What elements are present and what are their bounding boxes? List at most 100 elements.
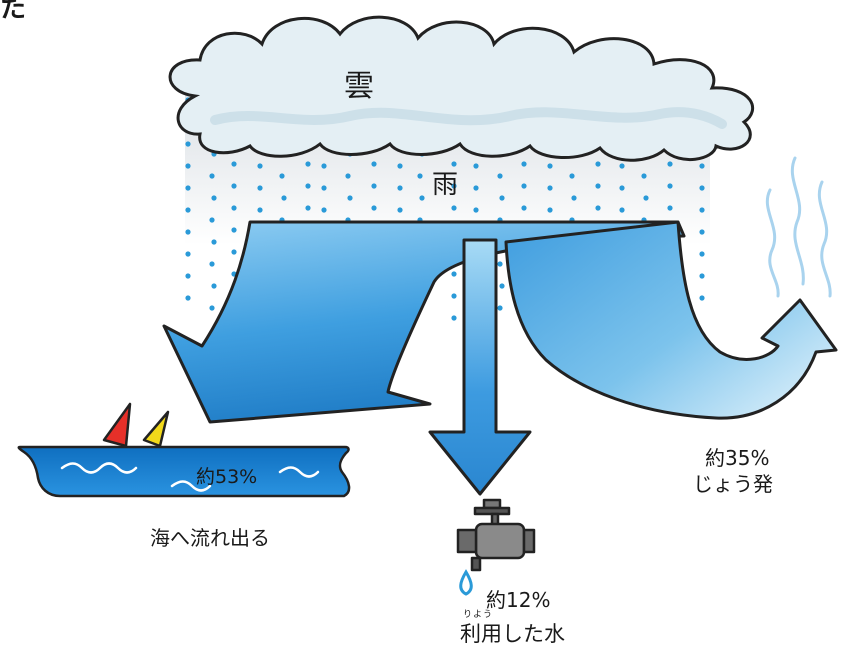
rain-drop: [619, 163, 625, 169]
rain-drop: [185, 251, 191, 257]
rain-drop: [231, 249, 237, 255]
rain-drop: [257, 185, 263, 191]
rain-drop: [641, 173, 647, 179]
used-water-ruby: りよう: [463, 610, 494, 620]
rain-drop: [451, 293, 457, 299]
evaporation-percent-label: 約35%: [705, 446, 770, 470]
rain-drop: [321, 207, 327, 213]
rain-drop: [499, 195, 505, 201]
rain-drop: [451, 183, 457, 189]
evaporation-caption: じょう発: [693, 472, 773, 496]
rain-drop: [497, 261, 503, 267]
rain-drop: [619, 185, 625, 191]
sea-percent-label: 約53%: [196, 466, 258, 488]
rain-drop: [231, 183, 237, 189]
rain-drop: [699, 207, 705, 213]
rain-drop: [419, 195, 425, 201]
rain-drop: [497, 173, 503, 179]
rain-drop: [473, 207, 479, 213]
water-drop-icon: [459, 569, 473, 596]
rain-drop: [305, 205, 311, 211]
rain-drop: [185, 273, 191, 279]
rain-drop: [397, 185, 403, 191]
rain-drop: [569, 173, 575, 179]
rain-drop: [185, 207, 191, 213]
rain-drop: [619, 207, 625, 213]
rain-drop: [451, 161, 457, 167]
rain-drop: [667, 205, 673, 211]
rain-drop: [571, 195, 577, 201]
rain-drop: [257, 163, 263, 169]
sailboat-icon: [102, 402, 170, 448]
rain-drop: [345, 173, 351, 179]
rain-drop: [699, 273, 705, 279]
rain-drop: [497, 305, 503, 311]
used-water-percent-label: 約12%: [486, 588, 551, 612]
rain-drop: [473, 185, 479, 191]
cropped-corner-text: た: [0, 0, 27, 24]
rain-drop: [185, 295, 191, 301]
sea-icon: [17, 445, 351, 498]
rain-drop: [397, 207, 403, 213]
rain-drop: [185, 229, 191, 235]
sea-caption: 海へ流れ出る: [150, 526, 270, 550]
rain-drop: [305, 161, 311, 167]
rain-drop: [521, 205, 527, 211]
rain-drop: [643, 195, 649, 201]
rain-drop: [211, 283, 217, 289]
rain-drop: [451, 315, 457, 321]
rain-drop: [185, 185, 191, 191]
rain-drop: [451, 271, 457, 277]
rain-drop: [321, 163, 327, 169]
rain-drop: [547, 207, 553, 213]
cloud-icon: [168, 15, 755, 162]
rain-drop: [547, 185, 553, 191]
rain-drop: [209, 305, 215, 311]
rain-drop: [231, 205, 237, 211]
rain-drop: [699, 229, 705, 235]
rain-drop: [699, 295, 705, 301]
rain-drop: [211, 195, 217, 201]
rain-drop: [397, 163, 403, 169]
rain-drop: [521, 183, 527, 189]
rain-drop: [667, 161, 673, 167]
rain-drop: [185, 141, 191, 147]
rain-drop: [185, 163, 191, 169]
rain-drop: [547, 163, 553, 169]
rain-drop: [521, 161, 527, 167]
rain-drop: [211, 239, 217, 245]
rain-drop: [231, 227, 237, 233]
rain-drop: [699, 251, 705, 257]
rain-label: 雨: [432, 170, 459, 200]
rain-drop: [209, 261, 215, 267]
rain-drop: [279, 173, 285, 179]
rain-drop: [499, 283, 505, 289]
rain-drop: [257, 207, 263, 213]
rain-drop: [209, 173, 215, 179]
rain-drop: [371, 183, 377, 189]
rain-drop: [347, 195, 353, 201]
rain-drop: [595, 183, 601, 189]
rain-drop: [451, 205, 457, 211]
rain-drop: [417, 173, 423, 179]
rain-drop: [595, 205, 601, 211]
rain-drop: [231, 161, 237, 167]
rain-drop: [473, 163, 479, 169]
evaporation-steam-icon: [765, 156, 832, 298]
rain-drop: [305, 183, 311, 189]
cloud-label: 雲: [344, 69, 374, 104]
evaporation-arrow-right: [504, 220, 838, 420]
rain-drop: [371, 161, 377, 167]
used-water-caption: 利用した水: [460, 622, 565, 646]
rain-drop: [595, 161, 601, 167]
rain-drop: [321, 185, 327, 191]
rain-drop: [371, 205, 377, 211]
rain-drop: [699, 185, 705, 191]
faucet-icon: [456, 498, 536, 572]
rain-drop: [699, 163, 705, 169]
rain-drop: [667, 183, 673, 189]
usage-arrow-down: [428, 238, 532, 496]
rain-drop: [209, 217, 215, 223]
rain-drop: [281, 195, 287, 201]
